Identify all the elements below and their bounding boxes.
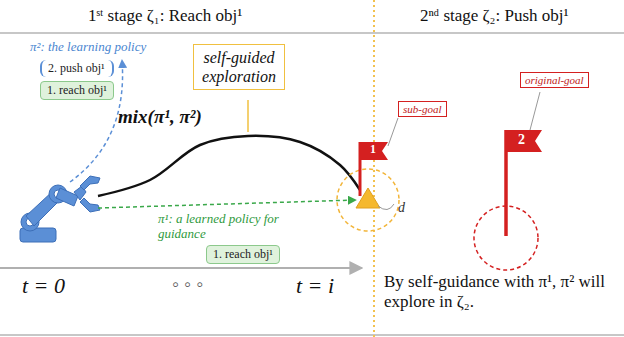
timeline-arrow xyxy=(0,267,362,269)
stage-divider xyxy=(373,0,375,337)
node-text: original-goal xyxy=(525,74,584,86)
leader-line xyxy=(530,92,540,130)
learning-policy-link xyxy=(70,60,123,182)
stage-heading: 2ⁿᵈ stage ζ₂: Push obj¹ xyxy=(420,6,569,26)
policy-box: 2. push obj¹ xyxy=(40,60,114,77)
node-text: self-guided exploration xyxy=(199,48,279,86)
ellipsis: ◦ ◦ ◦ xyxy=(172,273,203,296)
time-label: t = 0 xyxy=(22,273,65,298)
distance-label: d xyxy=(398,200,405,216)
node-text: 1. reach obj¹ xyxy=(47,83,107,98)
leader-line xyxy=(388,118,398,146)
summary-note: By self-guidance with π¹, π² will explor… xyxy=(384,272,618,311)
guidance-path xyxy=(98,200,356,208)
policy-box: 1. reach obj¹ xyxy=(206,245,280,264)
flag-number: 2 xyxy=(518,132,525,148)
node-text: sub-goal xyxy=(403,103,442,115)
stage-heading: 1ˢᵗ stage ζ₁: Reach obj¹ xyxy=(88,6,242,26)
distance-mark xyxy=(378,204,394,210)
mix-label: mix(π¹, π²) xyxy=(118,106,202,128)
mixed-path xyxy=(98,136,360,196)
robot-arm xyxy=(20,176,100,242)
node-text: 1. reach obj¹ xyxy=(213,247,273,262)
leader-line xyxy=(247,100,249,132)
callout-box: self-guided exploration xyxy=(193,44,285,90)
policy-label: π²: the learning policy xyxy=(30,40,146,55)
time-label: t = i xyxy=(296,273,334,298)
flag xyxy=(360,142,388,160)
goal-tag: sub-goal xyxy=(398,101,447,117)
node-text: 2. push obj¹ xyxy=(48,61,106,76)
goal-region xyxy=(474,206,538,270)
goal-tag: original-goal xyxy=(520,72,589,88)
bottom-rule xyxy=(0,334,624,336)
flag xyxy=(506,130,542,152)
flag-number: 1 xyxy=(370,143,376,157)
policy-label: π¹: a learned policy for guidance xyxy=(158,212,308,242)
policy-box: 1. reach obj¹ xyxy=(40,81,114,100)
sub-goal-region xyxy=(337,169,399,231)
top-rule xyxy=(0,32,624,34)
